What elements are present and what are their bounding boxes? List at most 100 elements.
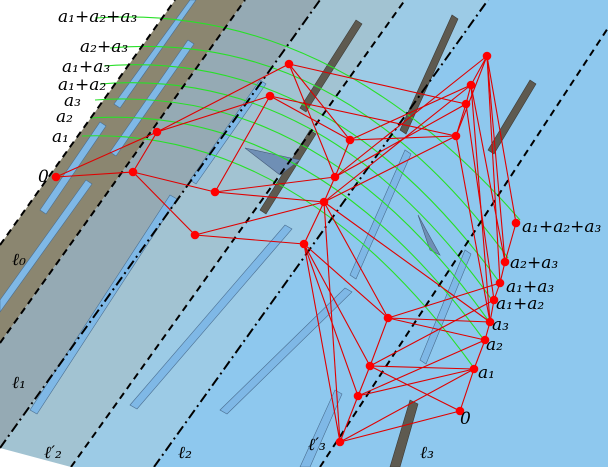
line-label-l0: ℓ₀ — [12, 250, 26, 270]
graph-vertex — [330, 172, 340, 182]
green-arc — [109, 45, 509, 259]
graph-edge — [303, 201, 325, 245]
rib — [419, 249, 472, 365]
graph-vertex — [469, 364, 479, 374]
graph-vertex — [210, 187, 220, 197]
graph-edge — [486, 55, 517, 224]
graph-edge — [214, 191, 325, 203]
line-labels: ℓ₀ ℓ₁ ℓ′₂ ℓ₂ ℓ′₃ ℓ₃ — [12, 250, 434, 463]
right-label-a1: a₁ — [478, 363, 495, 383]
graph-edge — [288, 63, 467, 105]
graph-edge — [269, 95, 351, 141]
right-labels: a₁+a₂+a₃ a₂+a₃ a₁+a₃ a₁+a₂ a₃ a₂ a₁ 0 — [460, 217, 602, 429]
rib — [129, 224, 293, 410]
graph-edge — [132, 171, 196, 236]
graph-edge — [369, 317, 389, 367]
graph-edge — [339, 395, 359, 443]
graph-vertex — [152, 127, 162, 137]
right-label-a3: a₃ — [492, 315, 509, 335]
graph-edge — [369, 299, 495, 367]
graph-vertex — [500, 257, 510, 267]
graph-edge — [288, 63, 336, 178]
graph-edge — [486, 55, 501, 284]
graph-edge — [339, 410, 461, 443]
graph-vertex — [353, 391, 363, 401]
graph-vertex — [128, 167, 138, 177]
right-label-a1a2: a₁+a₂ — [496, 294, 544, 314]
graph-edge — [132, 131, 158, 173]
graph-edge — [387, 317, 486, 341]
graph-edge — [486, 55, 506, 263]
line-label-l1: ℓ₁ — [12, 373, 26, 393]
right-label-a1a2a3: a₁+a₂+a₃ — [522, 217, 602, 237]
boundary-l1 — [0, 0, 246, 344]
graph-vertex — [485, 317, 495, 327]
graph-edge — [470, 84, 506, 263]
graph-edge — [323, 84, 472, 203]
graph-edge — [156, 63, 290, 133]
right-label-zero: 0 — [460, 409, 471, 429]
graph-edge — [55, 131, 158, 178]
graph-vertex — [284, 59, 294, 69]
shard — [244, 147, 301, 176]
line-label-l3: ℓ₃ — [420, 443, 434, 463]
graph-edge — [132, 171, 216, 193]
green-arc — [103, 64, 501, 284]
graph-edge — [214, 95, 271, 193]
graph-vertex — [480, 335, 490, 345]
rib — [39, 121, 107, 215]
graph-vertex — [190, 230, 200, 240]
green-arc — [94, 16, 521, 221]
graph-edge — [387, 317, 491, 323]
graph-edge — [349, 84, 472, 141]
graph-edge — [357, 339, 486, 397]
graph-vertex — [265, 91, 275, 101]
rib — [299, 389, 343, 467]
graph-edge — [323, 201, 341, 443]
left-label-a1a2a3: a₁+a₂+a₃ — [58, 7, 138, 27]
left-label-a2: a₂ — [56, 107, 73, 127]
graph-edge — [349, 135, 457, 141]
rib — [113, 0, 197, 109]
graph-edge — [194, 201, 325, 236]
graph-vertex — [455, 406, 465, 416]
graph-edge — [334, 139, 351, 178]
shard — [417, 214, 441, 256]
graph-edge — [55, 171, 134, 178]
graph-edge — [323, 201, 491, 323]
green-arc — [99, 82, 493, 301]
line-label-l2: ℓ₂ — [178, 443, 192, 463]
line-label-l3p: ℓ′₃ — [308, 435, 326, 455]
line-label-l2p: ℓ′₂ — [44, 443, 62, 463]
ribs — [0, 0, 537, 467]
graph-edge — [303, 243, 359, 397]
graph-edge — [459, 368, 475, 412]
left-label-a1: a₁ — [52, 127, 69, 147]
graph-vertex — [466, 80, 476, 90]
graph-edge — [470, 55, 488, 86]
graph-edge — [323, 135, 457, 203]
left-label-zero: 0 — [38, 167, 49, 187]
right-label-a2a3: a₂+a₃ — [510, 253, 558, 273]
graph-vertex — [383, 313, 393, 323]
red-vertices — [51, 51, 521, 447]
graph-edge — [473, 339, 486, 370]
graph-edge — [288, 63, 351, 141]
graph-vertex — [489, 295, 499, 305]
green-arc — [89, 116, 485, 341]
graph-vertex — [299, 239, 309, 249]
red-edges — [55, 55, 517, 443]
strip-band-4 — [154, 0, 608, 467]
rib — [109, 39, 195, 157]
graph-edge — [303, 243, 371, 367]
rib — [349, 149, 412, 280]
left-label-a1a2: a₁+a₂ — [58, 75, 106, 95]
rib — [0, 179, 93, 313]
graph-edge — [334, 55, 488, 178]
graph-edge — [156, 95, 271, 133]
left-label-a2a3: a₂+a₃ — [80, 37, 128, 57]
graph-edge — [357, 365, 371, 397]
rib — [219, 287, 353, 415]
graph-vertex — [482, 51, 492, 61]
green-arc — [94, 98, 489, 321]
